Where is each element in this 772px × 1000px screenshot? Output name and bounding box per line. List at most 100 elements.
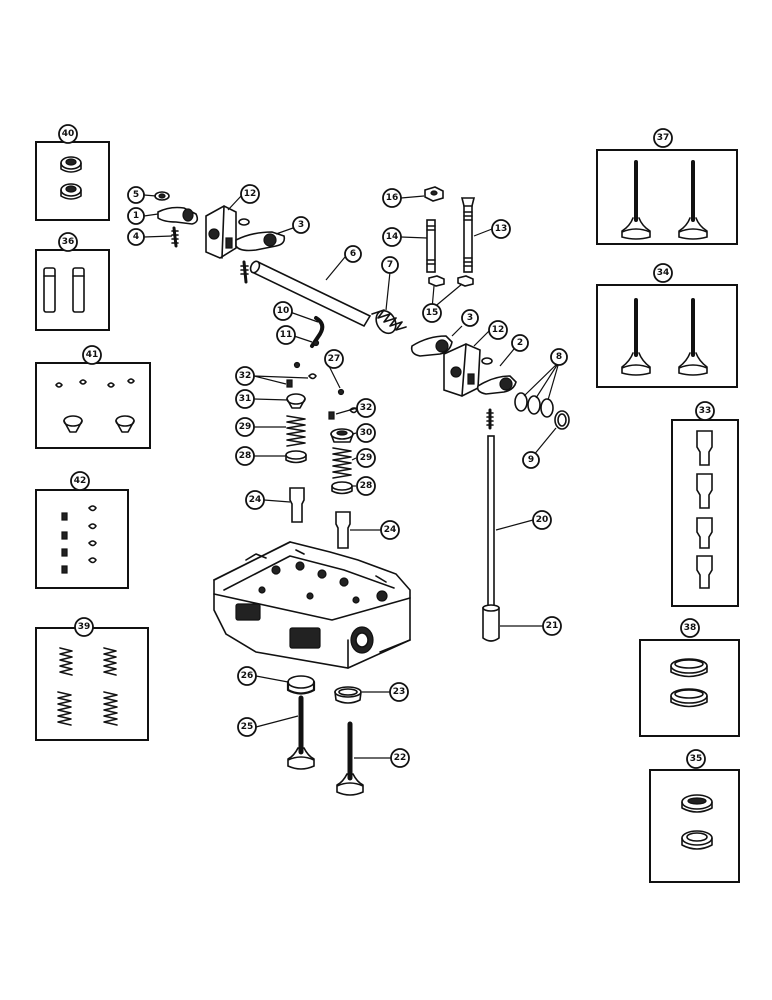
part-28-spring-seat-right: [331, 481, 353, 495]
callout-24a: 24: [245, 490, 265, 510]
svg-text:14: 14: [386, 232, 399, 242]
kit-box-40: [35, 141, 110, 221]
kit37-valve-right: [678, 160, 708, 240]
svg-text:16: 16: [386, 193, 399, 203]
callout-12b: 12: [488, 320, 508, 340]
svg-text:25: 25: [241, 722, 254, 732]
part-6-rocker-shaft: [249, 260, 372, 328]
callout-12a: 12: [240, 184, 260, 204]
svg-text:21: 21: [546, 621, 559, 631]
kit-box-33: [671, 419, 739, 607]
cylinder-head: [213, 541, 411, 669]
svg-text:32: 32: [360, 403, 373, 413]
kit39-springs: [57, 647, 118, 726]
svg-text:27: 27: [328, 354, 341, 364]
part-7-shaft-spring: [371, 309, 407, 335]
callout-34: 34: [653, 263, 673, 283]
callout-25: 25: [237, 717, 257, 737]
svg-text:24: 24: [384, 525, 397, 535]
svg-text:10: 10: [277, 306, 290, 316]
svg-text:5: 5: [133, 190, 139, 200]
svg-text:40: 40: [62, 129, 75, 139]
part-29-valve-spring-right: [332, 447, 352, 479]
part-20-push-rod: [486, 408, 495, 607]
part-3-rocker-arm-right: [410, 335, 453, 357]
callout-42: 42: [70, 471, 90, 491]
callout-28a: 28: [235, 446, 255, 466]
svg-text:33: 33: [699, 406, 712, 416]
svg-text:41: 41: [86, 350, 99, 360]
svg-text:13: 13: [495, 224, 508, 234]
part-8-washers: [514, 392, 554, 418]
part-26-seat-insert: [286, 675, 316, 695]
callout-29a: 29: [235, 417, 255, 437]
svg-text:32: 32: [239, 371, 252, 381]
svg-text:9: 9: [528, 455, 534, 465]
callout-16: 16: [382, 188, 402, 208]
callout-20: 20: [532, 510, 552, 530]
kit41-keeper: [55, 382, 63, 388]
part-10-oil-tube: [310, 316, 325, 348]
callout-31: 31: [235, 389, 255, 409]
kit36-guide-left: [43, 267, 56, 313]
kit41-keeper: [107, 382, 115, 388]
part-1-rocker-arm: [157, 206, 199, 225]
callout-3b: 3: [461, 309, 479, 327]
svg-text:6: 6: [350, 249, 356, 259]
callout-28b: 28: [356, 476, 376, 496]
svg-text:26: 26: [241, 671, 254, 681]
callout-27: 27: [324, 349, 344, 369]
kit41-keeper: [79, 379, 87, 385]
callout-5: 5: [127, 186, 145, 204]
kit-box-42: [35, 489, 129, 589]
callout-3a: 3: [292, 216, 310, 234]
callout-39: 39: [74, 617, 94, 637]
kit36-guide-right: [72, 267, 85, 313]
callout-2: 2: [511, 334, 529, 352]
svg-text:3: 3: [467, 313, 473, 323]
svg-text:39: 39: [78, 622, 91, 632]
svg-text:34: 34: [657, 268, 670, 278]
svg-text:28: 28: [239, 451, 252, 461]
kit-box-37: [596, 149, 738, 245]
callout-33: 33: [695, 401, 715, 421]
kit-box-36: [35, 249, 110, 331]
callout-23: 23: [389, 682, 409, 702]
callout-40: 40: [58, 124, 78, 144]
part-15-nuts: [428, 275, 474, 287]
svg-text:42: 42: [74, 476, 87, 486]
svg-text:29: 29: [239, 422, 252, 432]
part-14-stud: [426, 219, 436, 273]
svg-text:28: 28: [360, 481, 373, 491]
part-23-seat-insert: [334, 686, 362, 704]
kit34-valve-right: [678, 298, 708, 376]
part-30-rotator: [330, 428, 354, 443]
kit33-guides: [696, 430, 713, 589]
kit40-seal-bottom: [60, 183, 82, 200]
svg-text:2: 2: [517, 338, 523, 348]
callout-41: 41: [82, 345, 102, 365]
svg-text:31: 31: [239, 394, 252, 404]
part-24-valve-guide-right: [335, 511, 351, 549]
kit34-valve-left: [621, 298, 651, 376]
part-24-valve-guide: [289, 487, 305, 523]
callout-24b: 24: [380, 520, 400, 540]
svg-text:11: 11: [280, 330, 293, 340]
kit-box-41: [35, 362, 151, 449]
kit-box-39: [35, 627, 149, 741]
svg-text:15: 15: [426, 308, 439, 318]
svg-text:12: 12: [492, 325, 505, 335]
part-9-snap-ring: [554, 410, 570, 430]
svg-text:4: 4: [133, 232, 139, 242]
kit41-retainer-right: [115, 415, 135, 433]
callout-10: 10: [273, 301, 293, 321]
callout-30: 30: [356, 423, 376, 443]
callout-4: 4: [127, 228, 145, 246]
kit-box-38: [639, 639, 740, 737]
svg-text:8: 8: [556, 352, 562, 362]
svg-text:22: 22: [394, 753, 407, 763]
svg-text:20: 20: [536, 515, 549, 525]
svg-text:35: 35: [690, 754, 703, 764]
